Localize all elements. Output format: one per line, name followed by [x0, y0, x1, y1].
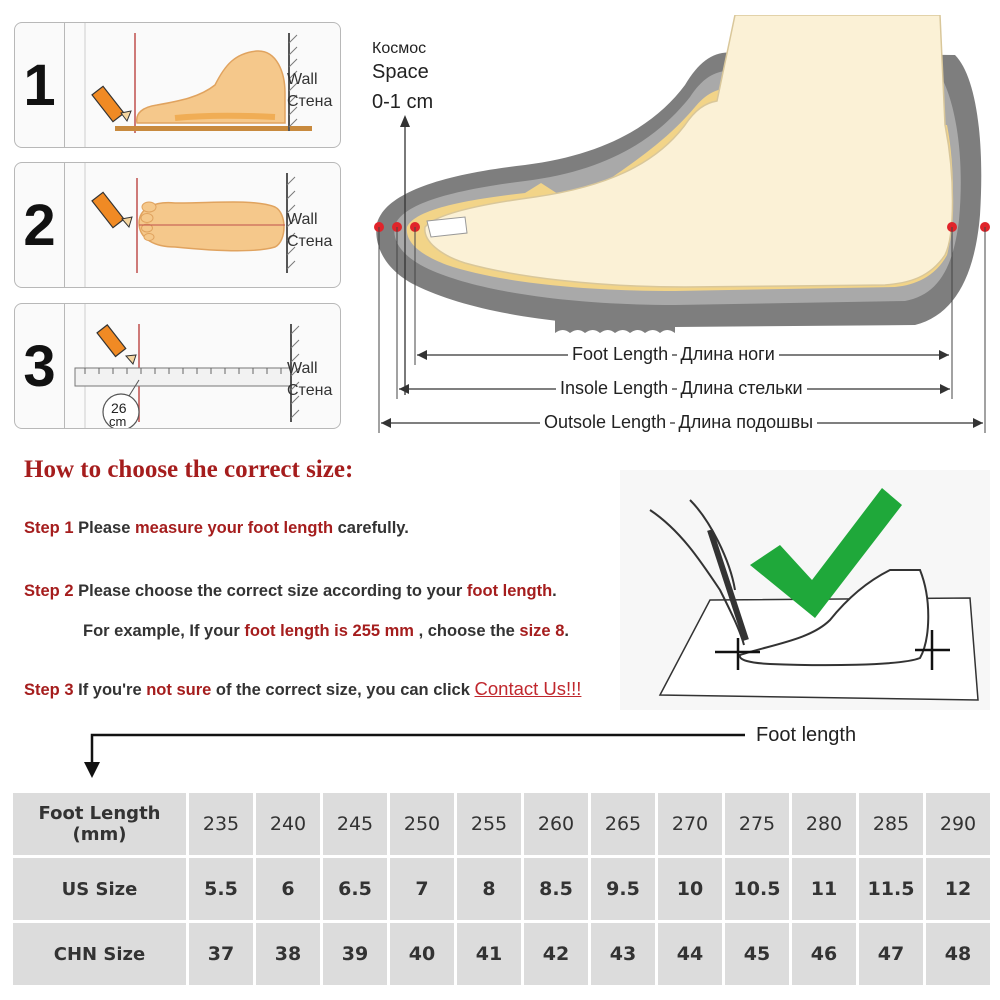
table-cell: 11 — [792, 858, 856, 920]
table-cell: 245 — [323, 793, 387, 855]
measure-panel-1: 1 Wall Стена — [14, 22, 341, 148]
table-cell: 275 — [725, 793, 789, 855]
ruler-unit: cm — [109, 414, 127, 429]
table-cell: 235 — [189, 793, 253, 855]
table-cell: 270 — [658, 793, 722, 855]
step-2: Step 2 Please choose the correct size ac… — [24, 582, 557, 600]
ruler-illustration — [74, 304, 300, 428]
table-cell: 44 — [658, 923, 722, 985]
table-cell: 42 — [524, 923, 588, 985]
step-1: Step 1 Please measure your foot length c… — [24, 519, 409, 537]
insole-length-dimension: Insole Length Длина стельки — [556, 378, 807, 399]
table-cell: 12 — [926, 858, 990, 920]
wall-label: Wall — [287, 360, 318, 377]
table-cell: 39 — [323, 923, 387, 985]
table-row-chn-size: CHN Size 37 38 39 40 41 42 43 44 45 46 4… — [13, 923, 990, 985]
table-cell: 9.5 — [591, 858, 655, 920]
foot-length-dimension: Foot Length Длина ноги — [568, 344, 779, 365]
instructions-title: How to choose the correct size: — [24, 456, 354, 483]
table-cell: 240 — [256, 793, 320, 855]
pencil-icon — [91, 191, 133, 229]
table-cell: 265 — [591, 793, 655, 855]
row-label-us-size: US Size — [13, 858, 186, 920]
table-row-foot-length: Foot Length (mm) 235 240 245 250 255 260… — [13, 793, 990, 855]
row-label-foot-length: Foot Length (mm) — [13, 793, 186, 855]
table-cell: 260 — [524, 793, 588, 855]
step-3: Step 3 If you're not sure of the correct… — [24, 678, 582, 699]
row-label-chn-size: CHN Size — [13, 923, 186, 985]
table-cell: 250 — [390, 793, 454, 855]
table-cell: 37 — [189, 923, 253, 985]
table-cell: 6 — [256, 858, 320, 920]
foot-length-label: Foot Length — [568, 344, 673, 364]
table-cell: 280 — [792, 793, 856, 855]
space-range: 0-1 cm — [372, 91, 434, 113]
pointer-arrow-icon — [84, 733, 745, 778]
wall-label: Wall — [287, 71, 318, 88]
sketch-foot-length-label: Foot length — [756, 724, 857, 746]
checkmark-icon — [750, 488, 902, 618]
measure-panel-3: 3 26 cm Wall Стена — [14, 303, 341, 429]
panel-step-number: 3 — [15, 304, 65, 428]
pencil-icon — [91, 85, 132, 123]
foot-length-label-ru: Длина ноги — [676, 344, 779, 364]
table-cell: 255 — [457, 793, 521, 855]
table-cell: 290 — [926, 793, 990, 855]
shoe-cross-section-diagram — [374, 15, 990, 433]
pencil-icon — [96, 324, 137, 365]
wall-label-ru: Стена — [287, 233, 333, 250]
outsole-length-label-ru: Длина подошвы — [674, 412, 818, 432]
table-cell: 45 — [725, 923, 789, 985]
space-label-ru: Космос — [372, 40, 427, 57]
space-label-en: Space — [372, 61, 429, 83]
table-cell: 38 — [256, 923, 320, 985]
wall-label-ru: Стена — [287, 93, 333, 110]
insole-length-label-ru: Длина стельки — [676, 378, 807, 398]
table-cell: 47 — [859, 923, 923, 985]
foot-measure-sketch — [620, 470, 990, 710]
table-cell: 43 — [591, 923, 655, 985]
panel-step-number: 2 — [15, 163, 65, 287]
table-cell: 285 — [859, 793, 923, 855]
table-cell: 5.5 — [189, 858, 253, 920]
insole-length-label: Insole Length — [556, 378, 673, 398]
table-cell: 10 — [658, 858, 722, 920]
table-cell: 40 — [390, 923, 454, 985]
table-row-us-size: US Size 5.5 6 6.5 7 8 8.5 9.5 10 10.5 11… — [13, 858, 990, 920]
table-cell: 41 — [457, 923, 521, 985]
table-cell: 11.5 — [859, 858, 923, 920]
table-cell: 8.5 — [524, 858, 588, 920]
table-cell: 8 — [457, 858, 521, 920]
outsole-length-label: Outsole Length — [540, 412, 671, 432]
ruler-value: 26 — [111, 400, 127, 416]
wall-label: Wall — [287, 211, 318, 228]
outsole-length-dimension: Outsole Length Длина подошвы — [540, 412, 818, 433]
foot-top-illustration — [84, 163, 296, 287]
contact-us-link[interactable]: Contact Us!!! — [474, 678, 582, 699]
table-cell: 48 — [926, 923, 990, 985]
table-cell: 7 — [390, 858, 454, 920]
table-cell: 10.5 — [725, 858, 789, 920]
step-2-example: For example, If your foot length is 255 … — [83, 622, 569, 640]
size-table: Foot Length (mm) 235 240 245 250 255 260… — [10, 790, 993, 988]
panel-step-number: 1 — [15, 23, 65, 147]
table-cell: 6.5 — [323, 858, 387, 920]
wall-label-ru: Стена — [287, 382, 333, 399]
magnifier-circle — [102, 393, 140, 428]
table-cell: 46 — [792, 923, 856, 985]
foot-side-illustration — [84, 23, 312, 147]
measure-panel-2: 2 Wall Стена — [14, 162, 341, 288]
